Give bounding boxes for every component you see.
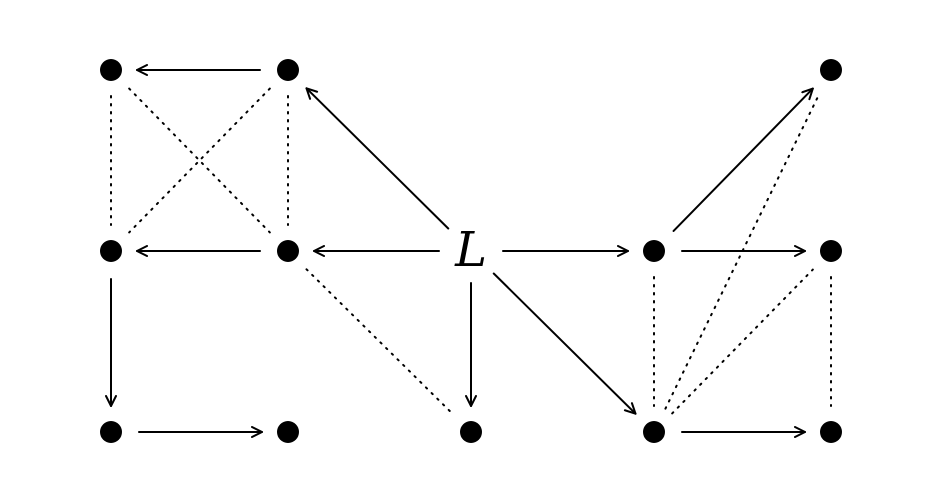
- arrow-edge-b1-b3: [672, 87, 814, 232]
- node-b2: [820, 240, 842, 262]
- node-a5: [100, 421, 122, 443]
- dotted-edge-a1-a4: [128, 87, 271, 234]
- center-label-L: L: [454, 222, 487, 278]
- node-a6: [277, 421, 299, 443]
- node-b3: [820, 59, 842, 81]
- node-b1: [643, 240, 665, 262]
- node-b4: [643, 421, 665, 443]
- node-b0: [460, 421, 482, 443]
- arrow-edges: [105, 64, 814, 438]
- dotted-edge-b4-b2: [671, 268, 814, 415]
- arrow-edge-L-a2: [305, 87, 450, 230]
- dotted-edge-a4-b0: [305, 268, 454, 415]
- dotted-edge-a2-a3: [128, 87, 271, 234]
- node-a1: [100, 59, 122, 81]
- nodes: [100, 59, 842, 443]
- arrow-edge-L-b4: [492, 272, 637, 415]
- node-b5: [820, 421, 842, 443]
- node-a2: [277, 59, 299, 81]
- node-a3: [100, 240, 122, 262]
- node-a4: [277, 240, 299, 262]
